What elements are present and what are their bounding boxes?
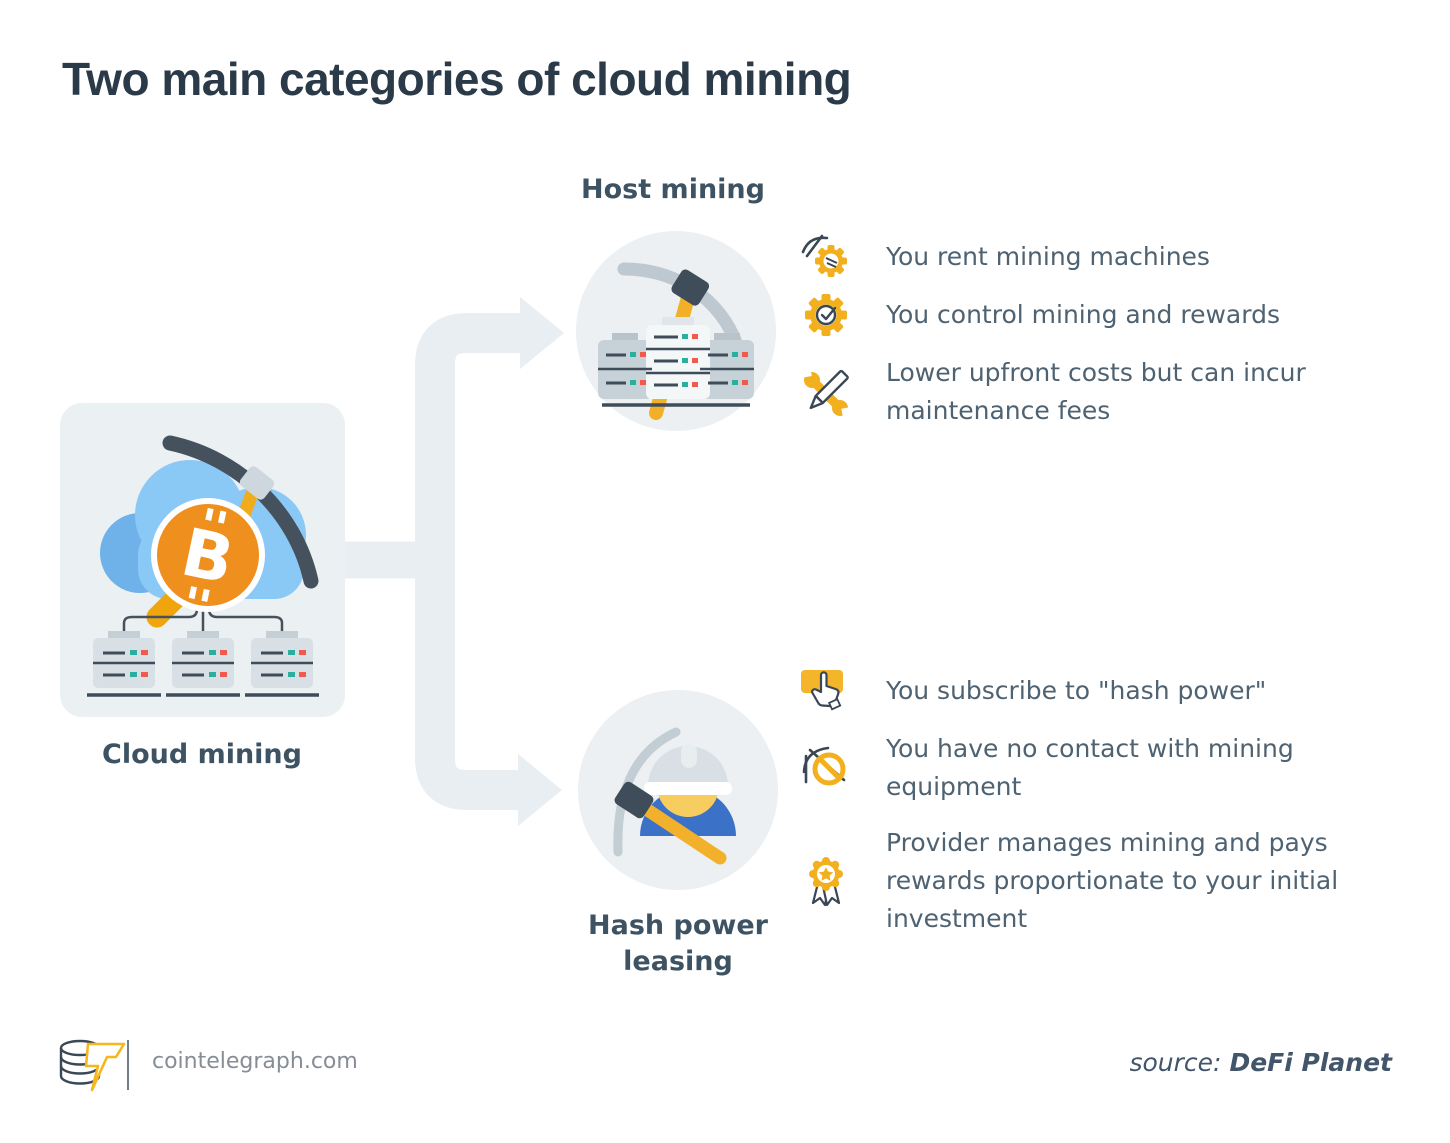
arrow-head-up bbox=[520, 297, 564, 369]
pickaxe-grip bbox=[614, 781, 654, 819]
lightning-t bbox=[84, 1042, 126, 1092]
footer-site-text[interactable]: cointelegraph.com bbox=[152, 1049, 358, 1074]
cloud-mining-card: B bbox=[60, 403, 345, 717]
gear-check-icon bbox=[800, 289, 856, 341]
button-click-icon bbox=[800, 665, 856, 717]
bullet-text: You subscribe to "hash power" bbox=[886, 676, 1267, 705]
cointelegraph-logo bbox=[59, 1039, 126, 1092]
pickaxe-grip bbox=[239, 466, 275, 500]
bullet-text: Lower upfront costs but can incur mainte… bbox=[886, 358, 1306, 425]
pencil bbox=[809, 369, 849, 410]
source-label: source: bbox=[1129, 1048, 1222, 1077]
bullet-text: You rent mining machines bbox=[886, 242, 1210, 271]
footer-divider bbox=[127, 1040, 129, 1090]
source-name: DeFi Planet bbox=[1229, 1048, 1392, 1077]
cloud-mining-label: Cloud mining bbox=[102, 739, 302, 770]
server-detail-lines bbox=[598, 335, 754, 387]
pickaxe-grip bbox=[671, 269, 710, 306]
host-mining-illustration bbox=[576, 231, 776, 431]
bullet-text: You have no contact with mining equipmen… bbox=[886, 734, 1294, 801]
bitcoin-coin bbox=[151, 498, 265, 612]
host-bullet-3: Lower upfront costs but can incur mainte… bbox=[800, 350, 1306, 434]
hash-power-label: Hash power leasing bbox=[588, 910, 768, 977]
host-bullet-2: You control mining and rewards bbox=[800, 288, 1280, 342]
host-bullet-1: You rent mining machines bbox=[800, 230, 1210, 284]
arrow-head-down bbox=[518, 754, 562, 826]
bullet-text: Provider manages mining and pays rewards… bbox=[886, 828, 1339, 933]
page-title: Two main categories of cloud mining bbox=[62, 53, 852, 105]
flow-arrows bbox=[345, 297, 564, 826]
helmet-band bbox=[644, 782, 732, 795]
no-mining-contact-icon bbox=[800, 742, 856, 794]
hash-power-illustration bbox=[578, 690, 778, 890]
pickaxe-blade bbox=[613, 727, 681, 857]
hash-bullet-2: You have no contact with mining equipmen… bbox=[800, 726, 1294, 810]
award-ribbon-icon bbox=[800, 855, 856, 907]
footer-source: source:DeFi Planet bbox=[1129, 1048, 1392, 1077]
cloud-mining-illustration: B bbox=[87, 435, 319, 697]
hash-bullet-3: Provider manages mining and pays rewards… bbox=[800, 820, 1338, 942]
host-mining-label: Host mining bbox=[581, 174, 765, 205]
server-status-dots bbox=[630, 334, 748, 387]
pickaxe-gear-icon bbox=[800, 231, 856, 283]
bullet-text: You control mining and rewards bbox=[886, 300, 1280, 329]
server-rack-group bbox=[87, 631, 319, 697]
wrench-pencil-icon bbox=[800, 366, 856, 418]
hash-bullet-1: You subscribe to "hash power" bbox=[800, 664, 1266, 718]
